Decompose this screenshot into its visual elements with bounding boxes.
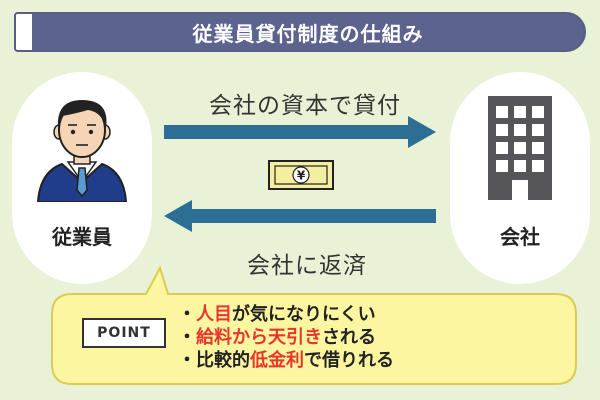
point-list: ・人目が気になりにくい ・給料から天引きされる ・比較的低金利で借りれる [178,303,394,372]
point-item: ・人目が気になりにくい [178,304,376,325]
employee-label: 従業員 [52,225,112,249]
yen-banknote-icon: ¥ [268,160,334,190]
point-item: ・比較的低金利で借りれる [178,350,394,371]
point-emphasis: 人目 [196,304,232,325]
office-building-icon [488,96,552,200]
point-emphasis: 給料から天引き [196,327,322,348]
repay-flow-label: 会社に返済 [247,253,367,279]
employee-node: 従業員 [12,72,152,284]
title-banner: 従業員貸付制度の仕組み [14,12,586,52]
arrow-left-icon [164,200,436,232]
yen-symbol: ¥ [297,169,306,183]
arrow-right-icon [164,116,436,148]
loan-flow-label: 会社の資本で貸付 [209,93,401,119]
point-item: ・給料から天引きされる [178,327,376,348]
diagram-title: 従業員貸付制度の仕組み [192,21,424,46]
point-badge: POINT [82,318,166,348]
businessman-icon [36,100,128,202]
company-label: 会社 [500,225,540,249]
point-emphasis: 低金利 [250,350,304,371]
title-accent-strip [16,14,32,50]
company-node: 会社 [450,72,590,284]
